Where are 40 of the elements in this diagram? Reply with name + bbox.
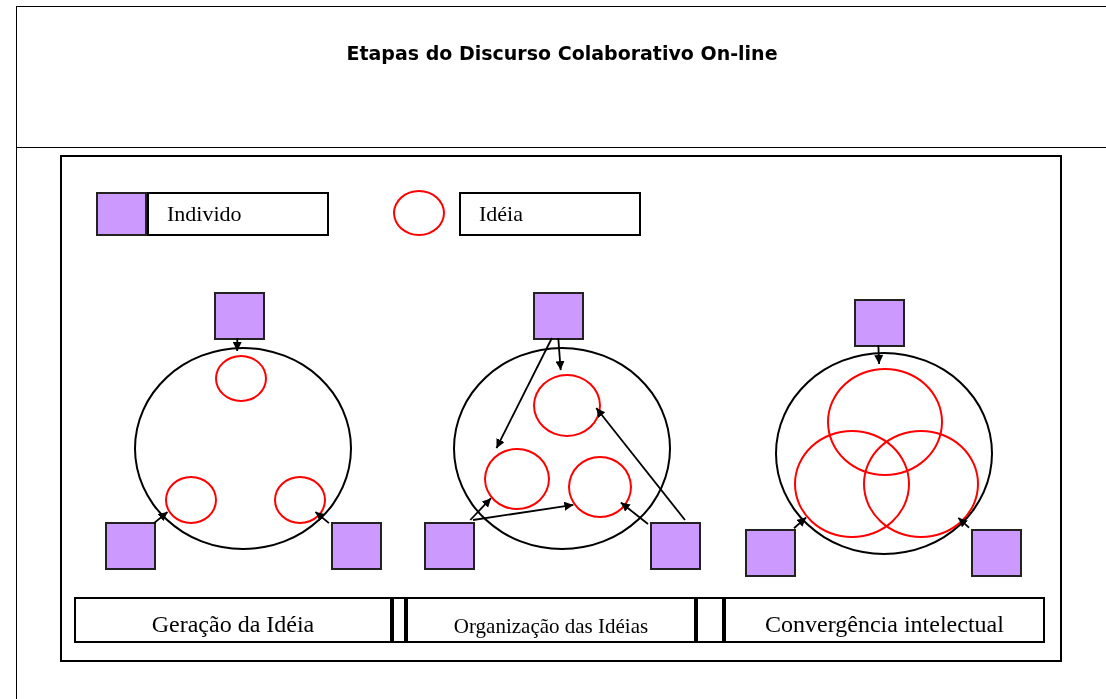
arrow xyxy=(793,516,808,530)
idea-circle xyxy=(484,448,550,510)
individual-square xyxy=(424,522,475,570)
spacer-box xyxy=(696,597,724,643)
arrow xyxy=(555,337,565,371)
stage-label-box xyxy=(74,597,392,643)
arrow xyxy=(495,337,553,450)
individual-square xyxy=(854,299,905,347)
legend-label: Individo xyxy=(147,192,329,236)
arrow xyxy=(469,497,492,521)
arrow xyxy=(619,501,649,525)
individual-square xyxy=(533,292,584,340)
individual-square xyxy=(331,522,382,570)
arrow xyxy=(314,511,330,524)
stage-label-box xyxy=(406,597,696,643)
arrow xyxy=(957,516,970,529)
idea-circle xyxy=(568,456,632,518)
arrow xyxy=(874,344,884,365)
individual-square xyxy=(105,522,156,570)
individual-square xyxy=(214,292,265,340)
individual-square xyxy=(971,529,1022,577)
stage-label: Organização das Idéias xyxy=(453,614,649,638)
individual-square xyxy=(650,522,701,570)
legend-label: Idéia xyxy=(459,192,641,236)
idea-circle xyxy=(165,476,217,524)
idea-circle xyxy=(274,476,326,524)
arrow xyxy=(232,337,242,352)
stage-label: Convergência intelectual xyxy=(765,611,1004,637)
arrow xyxy=(153,511,169,524)
spacer-box xyxy=(392,597,406,643)
individual-square xyxy=(745,529,796,577)
arrow xyxy=(595,407,686,521)
diagram-panel xyxy=(60,155,1062,662)
idea-circle xyxy=(827,368,943,476)
stage-label: Geração da Idéia xyxy=(151,611,315,637)
stage-label-box xyxy=(724,597,1045,643)
arrow xyxy=(472,501,575,521)
idea-circle xyxy=(215,355,267,402)
title-text: Etapas do Discurso Colaborativo On-line xyxy=(346,42,778,64)
idea-circle xyxy=(533,374,601,437)
